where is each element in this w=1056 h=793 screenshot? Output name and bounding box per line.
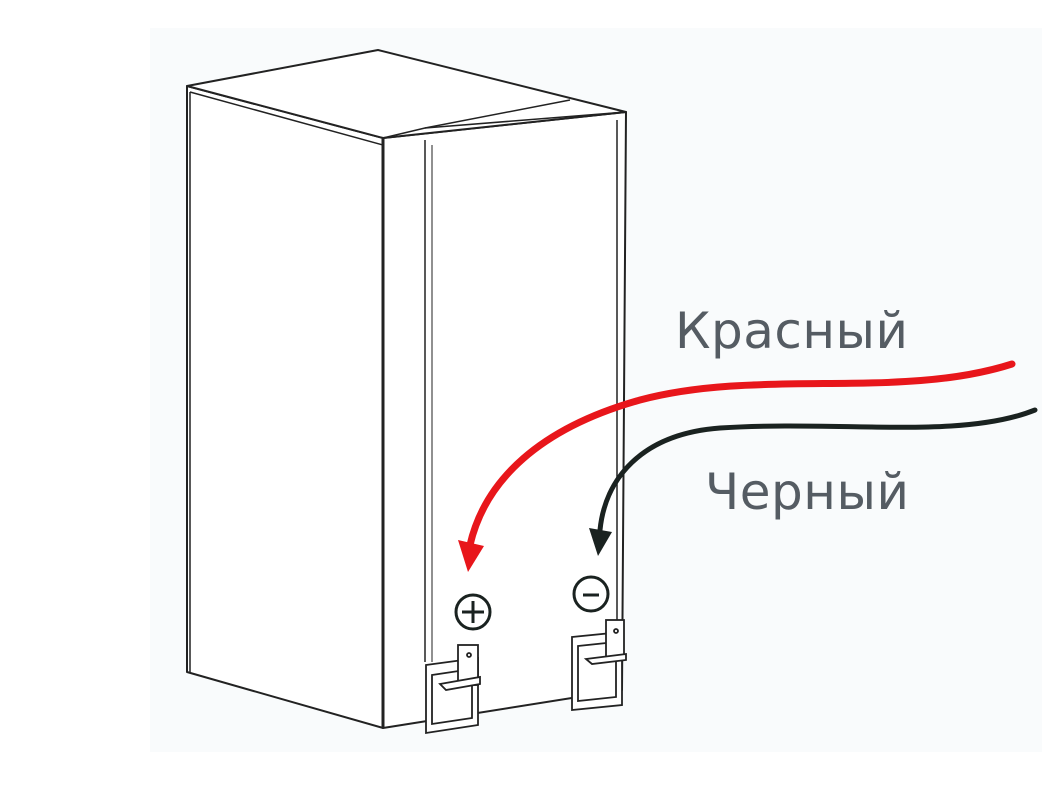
red-arrowhead bbox=[458, 540, 484, 572]
negative-terminal bbox=[571, 619, 627, 711]
black-wire bbox=[589, 407, 1038, 556]
negative-symbol bbox=[572, 575, 610, 613]
positive-terminal bbox=[425, 644, 481, 735]
positive-symbol bbox=[454, 593, 492, 631]
battery-body bbox=[186, 49, 627, 729]
red-wire bbox=[458, 360, 1016, 572]
black-wire-label: Черный bbox=[705, 463, 910, 521]
battery-left-face bbox=[186, 85, 384, 729]
red-wire-label: Красный bbox=[675, 302, 909, 360]
black-arrowhead bbox=[589, 528, 612, 556]
